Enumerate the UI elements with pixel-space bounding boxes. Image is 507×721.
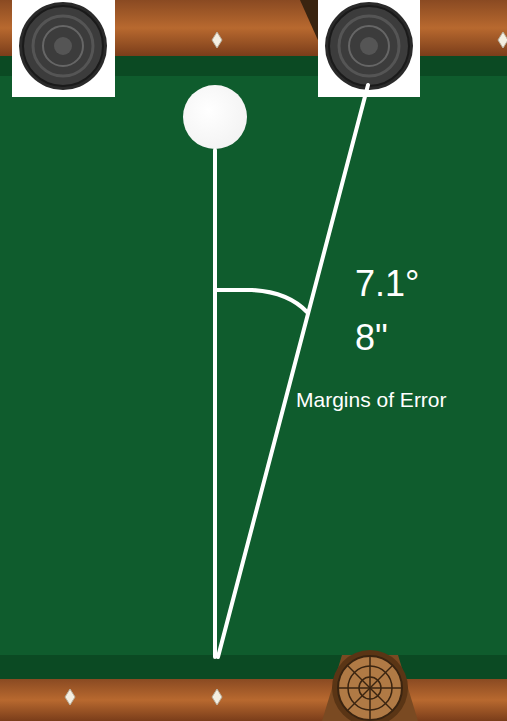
speaker-icon [318, 0, 420, 97]
straight-path [213, 150, 217, 657]
distance-value: 8" [355, 318, 388, 358]
cue-ball [183, 85, 247, 149]
angle-arc [215, 290, 307, 312]
label-holder: 7.1° [355, 264, 419, 304]
note-text: Margins of Error [296, 388, 447, 411]
angled-path [218, 85, 368, 657]
label-holder: 8" [355, 318, 388, 358]
speaker-icon [12, 0, 115, 97]
angle-value: 7.1° [355, 264, 419, 304]
label-holder: Margins of Error [296, 388, 447, 411]
